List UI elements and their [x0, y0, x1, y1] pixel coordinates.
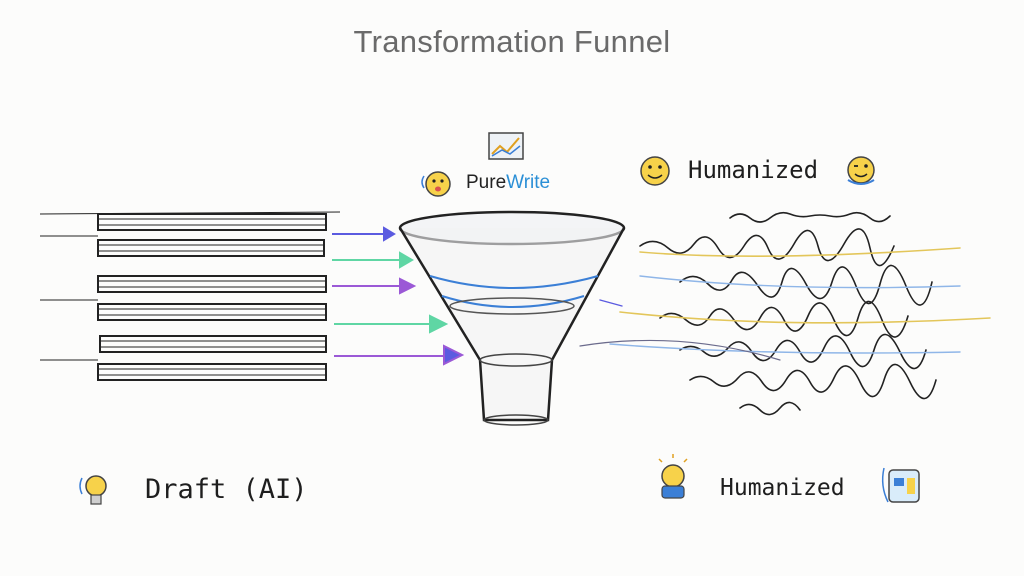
draft-bar	[97, 239, 325, 257]
humanized-label-bottom: Humanized	[720, 475, 845, 501]
lightbulb-icon	[658, 454, 688, 499]
smiley-face-icon	[421, 171, 451, 197]
brand-label: PureWrite	[466, 172, 550, 194]
humanized-text-scribbles	[579, 211, 991, 416]
arrow	[334, 314, 449, 334]
chart-icon	[488, 132, 524, 160]
lightbulb-icon	[79, 475, 107, 505]
draft-bar	[97, 213, 327, 231]
humanized-label-top: Humanized	[688, 156, 819, 184]
draft-bar	[97, 303, 327, 321]
brand-part-write: Write	[506, 172, 551, 193]
device-icon	[881, 467, 920, 503]
draft-text-blocks	[39, 211, 341, 381]
smiley-face-icon	[640, 156, 670, 186]
arrow	[334, 344, 465, 366]
draft-bar	[99, 335, 327, 353]
brand-part-pure: Pure	[466, 172, 507, 193]
draft-bar	[97, 363, 327, 381]
winking-face-icon	[847, 156, 875, 185]
draft-label: Draft (AI)	[145, 474, 308, 505]
arrow	[332, 277, 417, 295]
arrow	[332, 251, 414, 269]
input-arrows	[332, 226, 465, 366]
arrow	[332, 226, 396, 242]
draft-bar	[97, 275, 327, 293]
funnel-icon	[398, 210, 626, 426]
diagram-title: Transformation Funnel	[353, 24, 671, 59]
